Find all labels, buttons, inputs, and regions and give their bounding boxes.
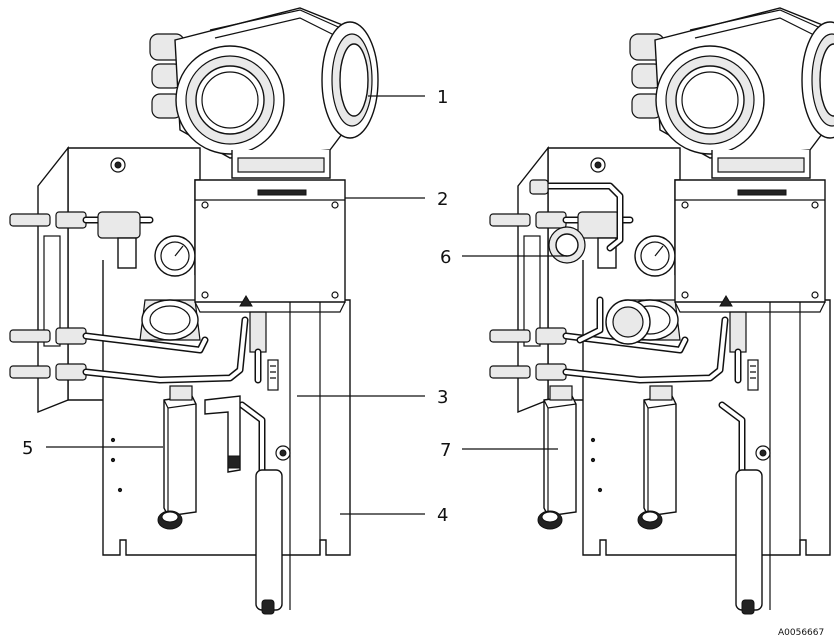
callout-label: 2 <box>437 189 448 210</box>
callout-label: 6 <box>440 247 451 268</box>
right-analyzer-unit <box>490 7 834 614</box>
callout-label: 1 <box>437 87 448 108</box>
callout-7: 7 <box>440 440 558 461</box>
callout-4: 4 <box>340 505 448 526</box>
callout-1: 1 <box>368 87 448 108</box>
callout-2: 2 <box>345 189 448 210</box>
callout-label: 4 <box>437 505 448 526</box>
callout-5: 5 <box>22 438 163 459</box>
callout-label: 7 <box>440 440 451 461</box>
figure-reference-code: A0056667 <box>778 628 824 638</box>
left-analyzer-unit <box>10 7 379 614</box>
callout-label: 5 <box>22 438 33 459</box>
callout-3: 3 <box>297 387 448 408</box>
callout-6: 6 <box>440 247 567 268</box>
callout-label: 3 <box>437 387 448 408</box>
